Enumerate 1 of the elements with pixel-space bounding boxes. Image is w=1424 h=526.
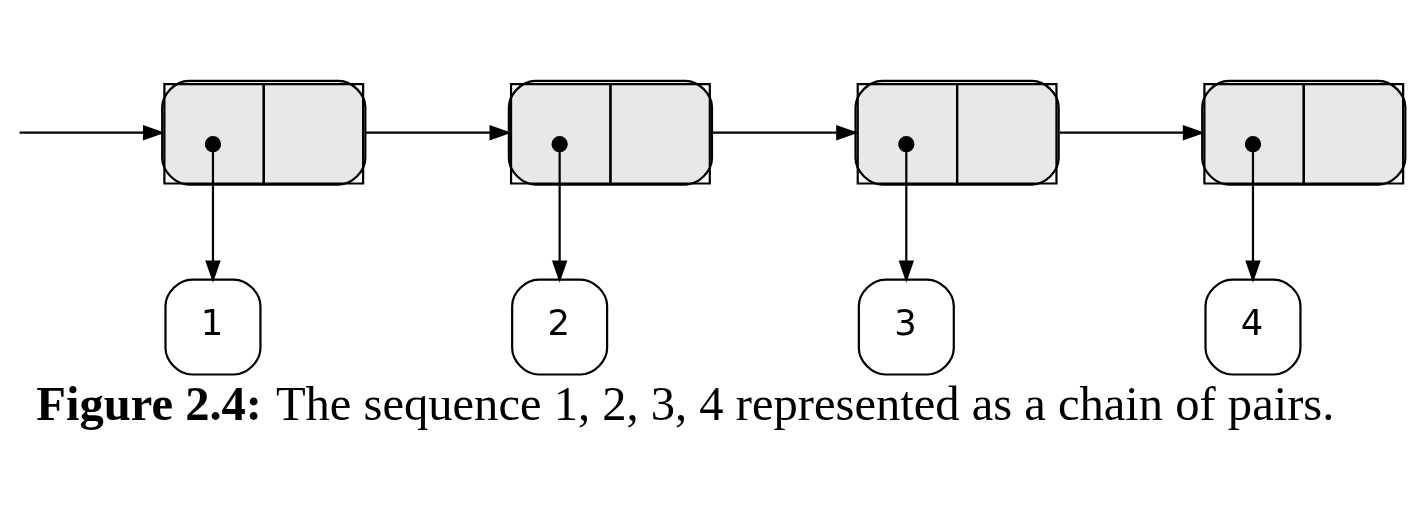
caption: Figure 2.4: The sequence 1, 2, 3, 4 represented as a chain of pairs. [36,377,1335,431]
